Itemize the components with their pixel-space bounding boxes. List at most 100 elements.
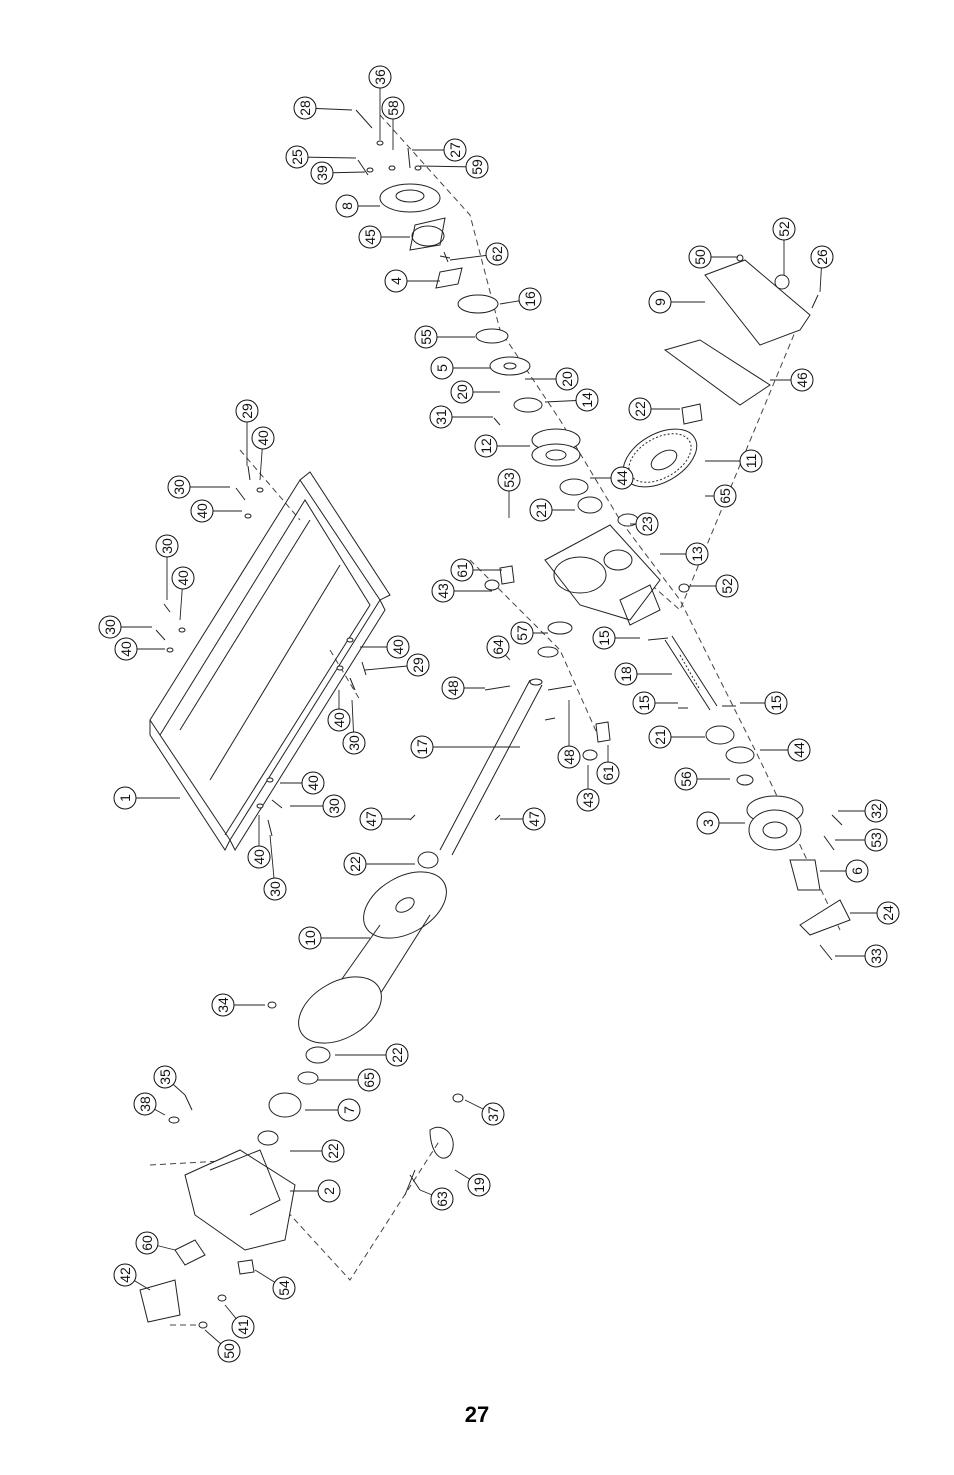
callout-label: 30 bbox=[326, 798, 342, 814]
callout-1: 1 bbox=[113, 786, 180, 810]
callout-label: 56 bbox=[678, 771, 694, 787]
callout-circle bbox=[688, 245, 712, 269]
callout-label: 30 bbox=[171, 479, 187, 495]
callout-circle bbox=[810, 245, 834, 269]
callout-40: 40 bbox=[251, 426, 275, 481]
callout-label: 29 bbox=[239, 403, 255, 419]
drum-support-assembly bbox=[139, 1001, 464, 1329]
callout-26: 26 bbox=[810, 245, 834, 293]
callout-circle bbox=[217, 1339, 241, 1363]
callout-label: 12 bbox=[478, 438, 494, 454]
callout-label: 40 bbox=[118, 641, 134, 657]
callout-label: 53 bbox=[868, 832, 884, 848]
callout-21: 21 bbox=[529, 498, 575, 522]
callout-label: 15 bbox=[596, 630, 612, 646]
callout-circle bbox=[555, 367, 579, 391]
callout-19: 19 bbox=[454, 1169, 491, 1197]
callout-56: 56 bbox=[674, 767, 730, 791]
callout-circle bbox=[247, 845, 271, 869]
callout-label: 40 bbox=[175, 570, 191, 586]
callout-circle bbox=[632, 691, 656, 715]
callout-label: 8 bbox=[339, 202, 355, 210]
callout-label: 21 bbox=[652, 729, 668, 745]
callout-label: 15 bbox=[768, 695, 784, 711]
callout-label: 29 bbox=[410, 657, 426, 673]
callout-46: 46 bbox=[770, 368, 814, 392]
callout-circle bbox=[272, 1276, 296, 1300]
callout-5: 5 bbox=[430, 356, 490, 380]
cable-drum-part bbox=[298, 851, 447, 1044]
callout-22: 22 bbox=[628, 397, 680, 421]
callout-label: 63 bbox=[434, 1191, 450, 1207]
callout-circle bbox=[167, 475, 191, 499]
callout-40: 40 bbox=[280, 771, 325, 795]
callout-40: 40 bbox=[190, 499, 242, 523]
callout-circle bbox=[876, 901, 900, 925]
callout-circle bbox=[648, 725, 672, 749]
callout-circle bbox=[596, 761, 620, 785]
callout-12: 12 bbox=[474, 434, 530, 458]
callout-label: 40 bbox=[390, 639, 406, 655]
callout-label: 31 bbox=[433, 409, 449, 425]
callout-label: 15 bbox=[636, 695, 652, 711]
callout-10: 10 bbox=[298, 926, 370, 950]
callout-48: 48 bbox=[557, 700, 581, 769]
callout-11: 11 bbox=[705, 449, 763, 473]
callout-label: 55 bbox=[418, 329, 434, 345]
callout-50: 50 bbox=[204, 1329, 241, 1363]
callout-label: 32 bbox=[868, 803, 884, 819]
callout-circle bbox=[474, 434, 498, 458]
callout-circle bbox=[518, 287, 542, 311]
callout-53: 53 bbox=[835, 828, 888, 852]
callout-label: 35 bbox=[157, 1069, 173, 1085]
callout-label: 20 bbox=[454, 384, 470, 400]
callout-circle bbox=[211, 993, 235, 1017]
callout-label: 30 bbox=[159, 538, 175, 554]
callout-circle bbox=[635, 512, 659, 536]
callout-28: 28 bbox=[293, 96, 353, 120]
callout-circle bbox=[414, 325, 438, 349]
callout-circle bbox=[443, 138, 467, 162]
callout-label: 50 bbox=[692, 249, 708, 265]
callout-label: 40 bbox=[194, 503, 210, 519]
callout-label: 42 bbox=[117, 1267, 133, 1283]
callout-circle bbox=[322, 794, 346, 818]
callout-label: 1 bbox=[117, 794, 133, 802]
callout-label: 2 bbox=[321, 1187, 337, 1195]
callout-63: 63 bbox=[419, 1187, 454, 1211]
callout-circle bbox=[431, 579, 455, 603]
callout-label: 9 bbox=[652, 298, 668, 306]
drum-shaft-part bbox=[409, 565, 611, 856]
callout-31: 31 bbox=[429, 405, 493, 429]
side-cover-part bbox=[663, 259, 811, 406]
callout-circle bbox=[285, 145, 309, 169]
callout-circle bbox=[384, 269, 408, 293]
callout-label: 48 bbox=[445, 680, 461, 696]
ring-gear-part bbox=[617, 403, 703, 527]
callout-circle bbox=[648, 290, 672, 314]
callout-circle bbox=[317, 1179, 341, 1203]
callout-label: 33 bbox=[868, 948, 884, 964]
callout-circle bbox=[342, 731, 366, 755]
callout-circle bbox=[522, 807, 546, 831]
callout-circle bbox=[497, 468, 521, 492]
callout-14: 14 bbox=[544, 388, 599, 412]
callout-15: 15 bbox=[592, 626, 640, 650]
callout-label: 23 bbox=[639, 516, 655, 532]
callout-label: 30 bbox=[267, 881, 283, 897]
callout-32: 32 bbox=[838, 799, 888, 823]
callout-circle bbox=[359, 807, 383, 831]
callout-circle bbox=[715, 574, 739, 598]
callout-62: 62 bbox=[449, 242, 509, 266]
callout-30: 30 bbox=[263, 834, 287, 901]
callout-17: 17 bbox=[410, 735, 520, 759]
callout-22: 22 bbox=[343, 852, 415, 876]
callout-circle bbox=[429, 405, 453, 429]
callout-label: 61 bbox=[600, 765, 616, 781]
callout-30: 30 bbox=[98, 615, 152, 639]
callout-circle bbox=[610, 466, 634, 490]
end-cover-assembly bbox=[379, 183, 603, 514]
callout-label: 61 bbox=[454, 562, 470, 578]
callout-circle bbox=[406, 653, 430, 677]
callout-label: 64 bbox=[490, 639, 506, 655]
